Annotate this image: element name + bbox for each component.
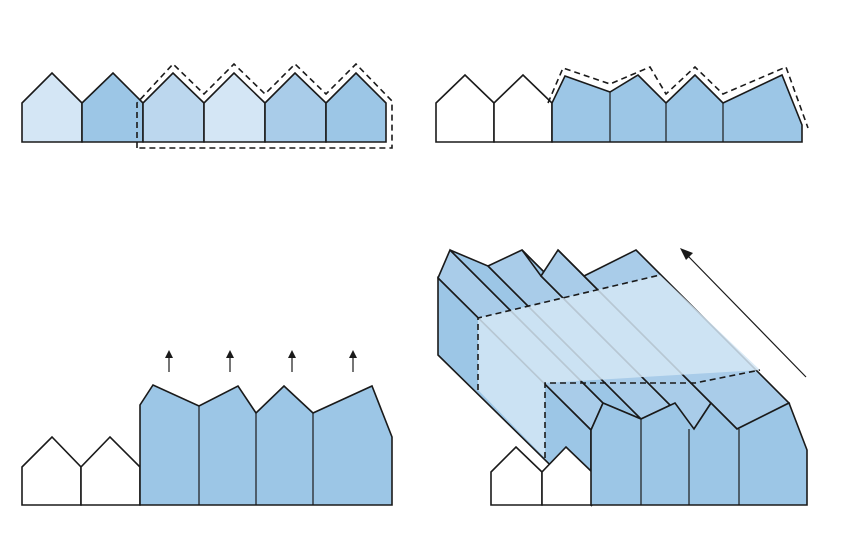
- house-4: [203, 71, 266, 143]
- roofline-outline: [547, 65, 809, 129]
- modified-block: [551, 73, 803, 143]
- panel-modified-roofline: [435, 65, 809, 143]
- selection-outline: [136, 62, 393, 149]
- extrusion-outline: [544, 369, 761, 458]
- house-1: [21, 71, 83, 143]
- up-arrow-icon: [226, 350, 234, 372]
- panel-existing-row-selection: [21, 62, 393, 149]
- extrusion-outline: [477, 274, 661, 390]
- house-3: [142, 71, 205, 143]
- house-6: [325, 71, 387, 143]
- up-arrow-icon: [288, 350, 296, 372]
- diagonal-arrow-icon: [680, 248, 807, 378]
- house-2: [81, 71, 144, 143]
- house-1: [21, 435, 82, 506]
- house-2: [493, 73, 553, 143]
- panel-extrusion-3d: [437, 248, 808, 507]
- house-2: [541, 445, 593, 506]
- house-2: [80, 435, 141, 506]
- front-facade: [590, 401, 808, 506]
- raised-block: [139, 383, 393, 506]
- extrusion-volume: [478, 275, 760, 458]
- house-1: [435, 73, 495, 143]
- up-arrow-icon: [349, 350, 357, 372]
- house-5: [264, 71, 327, 143]
- panel-raised-buildings: [21, 350, 393, 506]
- house-1: [490, 445, 543, 506]
- up-arrow-icon: [165, 350, 173, 372]
